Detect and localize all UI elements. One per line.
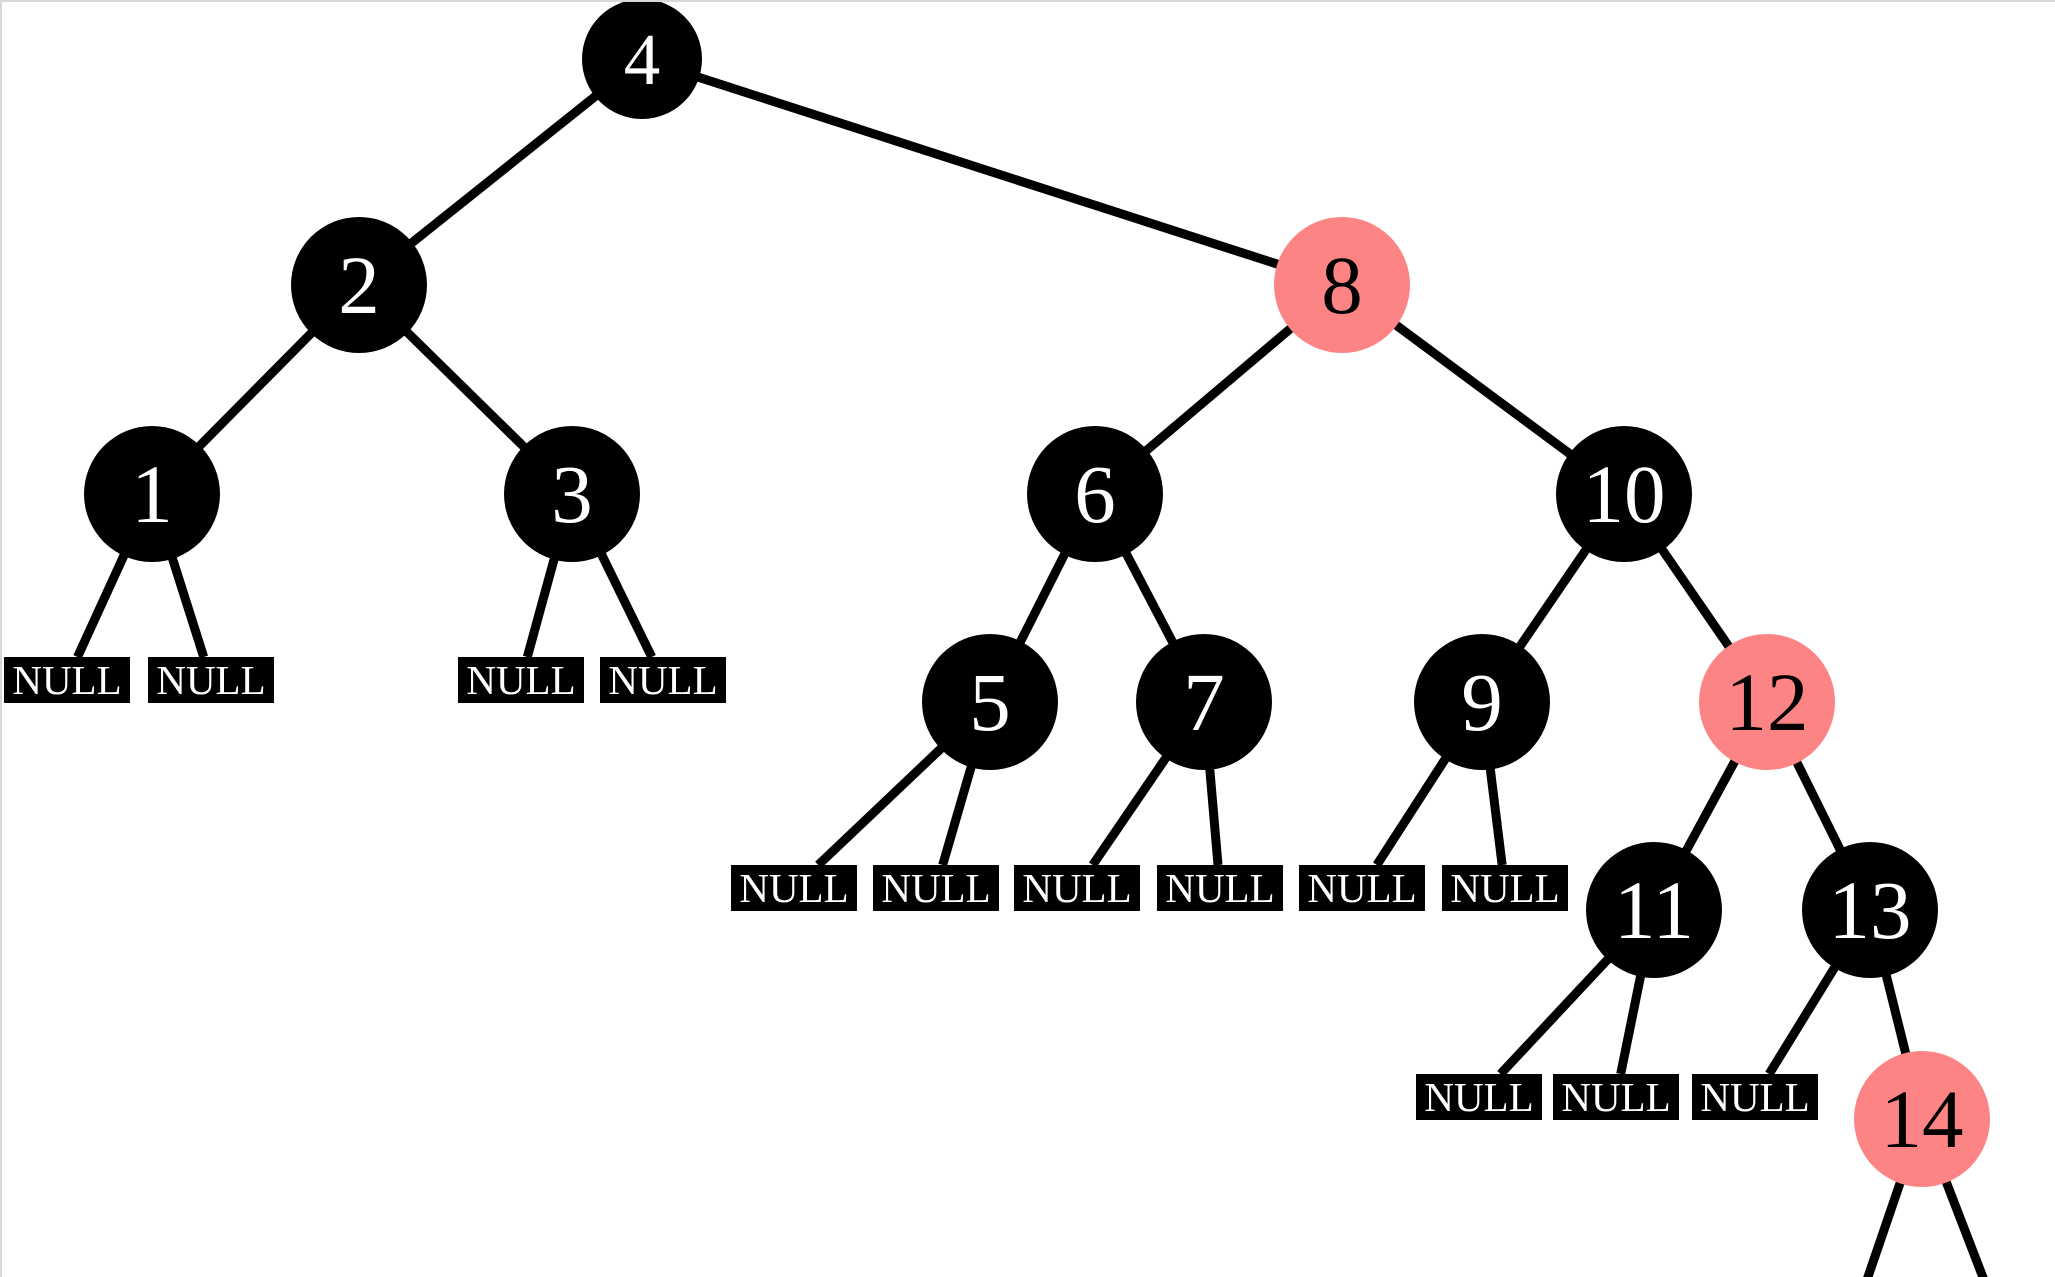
- tree-node-label: 14: [1880, 1072, 1964, 1165]
- tree-node-5-black[interactable]: 5: [922, 634, 1058, 770]
- tree-edge: [693, 71, 1283, 270]
- null-leaf-box: NULL: [148, 657, 274, 703]
- tree-node-11-black[interactable]: 11: [1586, 842, 1722, 978]
- null-leaf-label: NULL: [881, 865, 991, 911]
- tree-edge: [1940, 1177, 1988, 1277]
- tree-edge: [1205, 765, 1223, 866]
- tree-edge: [1791, 757, 1846, 855]
- null-leaf-box: NULL: [1416, 1074, 1542, 1120]
- null-leaf-box: NULL: [1157, 865, 1283, 911]
- tree-edge: [1088, 752, 1172, 868]
- null-leaf-label: NULL: [1424, 1074, 1534, 1120]
- null-leaf-label: NULL: [1022, 865, 1132, 911]
- tree-node-label: 8: [1321, 238, 1363, 331]
- tree-edge: [815, 742, 947, 869]
- null-leaf-box: NULL: [1442, 865, 1568, 911]
- null-leaf-label: NULL: [466, 657, 576, 703]
- tree-node-label: 10: [1582, 447, 1666, 540]
- tree-edge: [1863, 1178, 1906, 1277]
- null-leaf-label: NULL: [156, 657, 266, 703]
- tree-edge: [1373, 753, 1452, 868]
- tree-edge: [1497, 953, 1614, 1078]
- tree-edge: [1656, 544, 1735, 652]
- null-leaf-box: NULL: [600, 657, 726, 703]
- null-leaf-box: NULL: [1553, 1074, 1679, 1120]
- null-leaf-label: NULL: [1165, 865, 1275, 911]
- null-leaf-label: NULL: [1700, 1074, 1810, 1120]
- tree-node-label: 4: [623, 18, 661, 100]
- tree-edge: [1881, 971, 1911, 1058]
- null-leaf-label: NULL: [1450, 865, 1560, 911]
- tree-edge: [1014, 549, 1071, 647]
- tree-edge: [938, 762, 977, 867]
- tree-node-2-black[interactable]: 2: [291, 217, 427, 353]
- tree-node-8-red[interactable]: 8: [1274, 217, 1410, 353]
- tree-edge: [1765, 962, 1841, 1077]
- null-leaf-box: NULL: [458, 657, 584, 703]
- tree-node-label: 12: [1725, 655, 1809, 748]
- tree-node-4-black[interactable]: 4: [582, 2, 702, 119]
- tree-edge: [406, 90, 602, 249]
- tree-node-3-black[interactable]: 3: [504, 426, 640, 562]
- tree-node-label: 3: [551, 447, 593, 540]
- tree-node-label: 6: [1074, 447, 1116, 540]
- tree-node-7-black[interactable]: 7: [1136, 634, 1272, 770]
- tree-node-label: 1: [131, 447, 173, 540]
- tree-edge: [1390, 319, 1576, 460]
- tree-node-label: 13: [1828, 863, 1912, 956]
- null-leaf-label: NULL: [1307, 865, 1417, 911]
- tree-edge: [193, 327, 318, 452]
- tree-node-1-black[interactable]: 1: [84, 426, 220, 562]
- tree-edge: [1120, 548, 1179, 648]
- tree-node-14-red[interactable]: 14: [1854, 1051, 1990, 1187]
- tree-node-13-black[interactable]: 13: [1802, 842, 1938, 978]
- null-leaf-label: NULL: [1561, 1074, 1671, 1120]
- null-leaf-box: NULL: [4, 657, 130, 703]
- tree-edge: [1140, 322, 1297, 457]
- null-leaf-label: NULL: [739, 865, 849, 911]
- tree-edge: [1485, 764, 1507, 866]
- tree-edge: [596, 549, 656, 659]
- null-leaf-label: NULL: [12, 657, 122, 703]
- tree-node-9-black[interactable]: 9: [1414, 634, 1550, 770]
- tree-node-12-red[interactable]: 12: [1699, 634, 1835, 770]
- tree-node-label: 5: [969, 655, 1011, 748]
- tree-node-10-black[interactable]: 10: [1556, 426, 1692, 562]
- tree-edge: [1680, 756, 1741, 856]
- null-leaf-box: NULL: [1299, 865, 1425, 911]
- tree-node-label: 7: [1183, 655, 1225, 748]
- tree-edge: [1514, 544, 1592, 652]
- tree-edge: [401, 326, 530, 453]
- null-leaf-box: NULL: [873, 865, 999, 911]
- tree-edge: [1616, 971, 1646, 1075]
- null-leaf-label: NULL: [608, 657, 718, 703]
- null-leaf-box: NULL: [731, 865, 857, 911]
- tree-node-6-black[interactable]: 6: [1027, 426, 1163, 562]
- null-leaf-box: NULL: [1692, 1074, 1818, 1120]
- tree-edge: [522, 554, 560, 659]
- tree-node-label: 2: [338, 238, 380, 331]
- tree-edge: [73, 550, 130, 659]
- null-leaf-box: NULL: [1014, 865, 1140, 911]
- tree-edge: [167, 553, 208, 659]
- tree-node-label: 9: [1461, 655, 1503, 748]
- tree-node-label: 11: [1614, 863, 1694, 956]
